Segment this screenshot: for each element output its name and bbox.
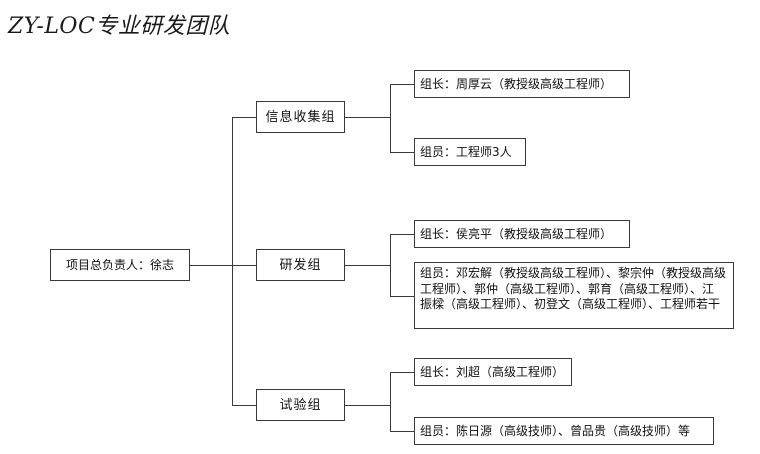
node-group-information-collection[interactable]: 信息收集组 [256, 101, 345, 133]
connector-info-split [390, 84, 391, 152]
node-info-leader[interactable]: 组长：周厚云（教授级高级工程师） [414, 70, 630, 98]
connector-test-group-stub [345, 405, 390, 406]
node-test-members-label: 组员：陈日源（高级技师）、曾品贵（高级技师）等 [420, 423, 691, 438]
node-test-members[interactable]: 组员：陈日源（高级技师）、曾品贵（高级技师）等 [414, 417, 714, 445]
connector-trunk-to-rd-group [232, 265, 256, 266]
connector-trunk-to-info-group [232, 117, 256, 118]
node-info-leader-label: 组长：周厚云（教授级高级工程师） [420, 76, 613, 91]
connector-info-group-stub [345, 117, 390, 118]
connector-test-to-leader [390, 372, 414, 373]
node-root[interactable]: 项目总负责人：徐志 [50, 249, 190, 281]
node-group-research-development-label: 研发组 [279, 257, 322, 273]
node-rd-members-line-1: 组员：邓宏解（教授级高级工程师）、黎宗仲（教授级高级 [420, 266, 727, 280]
node-rd-leader-label: 组长：侯亮平（教授级高级工程师） [420, 226, 613, 241]
connector-test-to-members [390, 431, 414, 432]
node-group-information-collection-label: 信息收集组 [265, 109, 336, 125]
node-rd-members[interactable]: 组员：邓宏解（教授级高级工程师）、黎宗仲（教授级高级 工程师）、郭仲（高级工程师… [414, 262, 734, 329]
connector-root-stub [190, 265, 232, 266]
connector-test-split [390, 372, 391, 431]
connector-rd-group-stub [345, 265, 390, 266]
connector-rd-to-members [390, 296, 414, 297]
node-rd-leader[interactable]: 组长：侯亮平（教授级高级工程师） [414, 220, 630, 248]
node-test-leader-label: 组长：刘超（高级工程师） [420, 364, 565, 379]
node-root-label: 项目总负责人：徐志 [65, 257, 174, 272]
node-rd-members-line-2: 工程师）、郭仲（高级工程师）、郭育（高级工程师）、江 [420, 281, 715, 296]
connector-info-to-leader [390, 84, 414, 85]
node-info-members[interactable]: 组员：工程师3人 [414, 138, 526, 166]
page-title: ZY-LOC专业研发团队 [8, 14, 231, 39]
node-rd-members-line-3: 振樑（高级工程师）、初登文（高级工程师）、工程师若干 [420, 297, 721, 311]
node-group-research-development[interactable]: 研发组 [256, 249, 345, 281]
connector-trunk-to-test-group [232, 405, 256, 406]
node-group-testing[interactable]: 试验组 [256, 389, 345, 421]
node-test-leader[interactable]: 组长：刘超（高级工程师） [414, 358, 572, 386]
connector-rd-split [390, 234, 391, 296]
connector-rd-to-leader [390, 234, 414, 235]
node-group-testing-label: 试验组 [279, 397, 322, 413]
connector-info-to-members [390, 152, 414, 153]
connector-main-trunk [232, 117, 233, 405]
node-info-members-label: 组员：工程师3人 [420, 144, 512, 159]
